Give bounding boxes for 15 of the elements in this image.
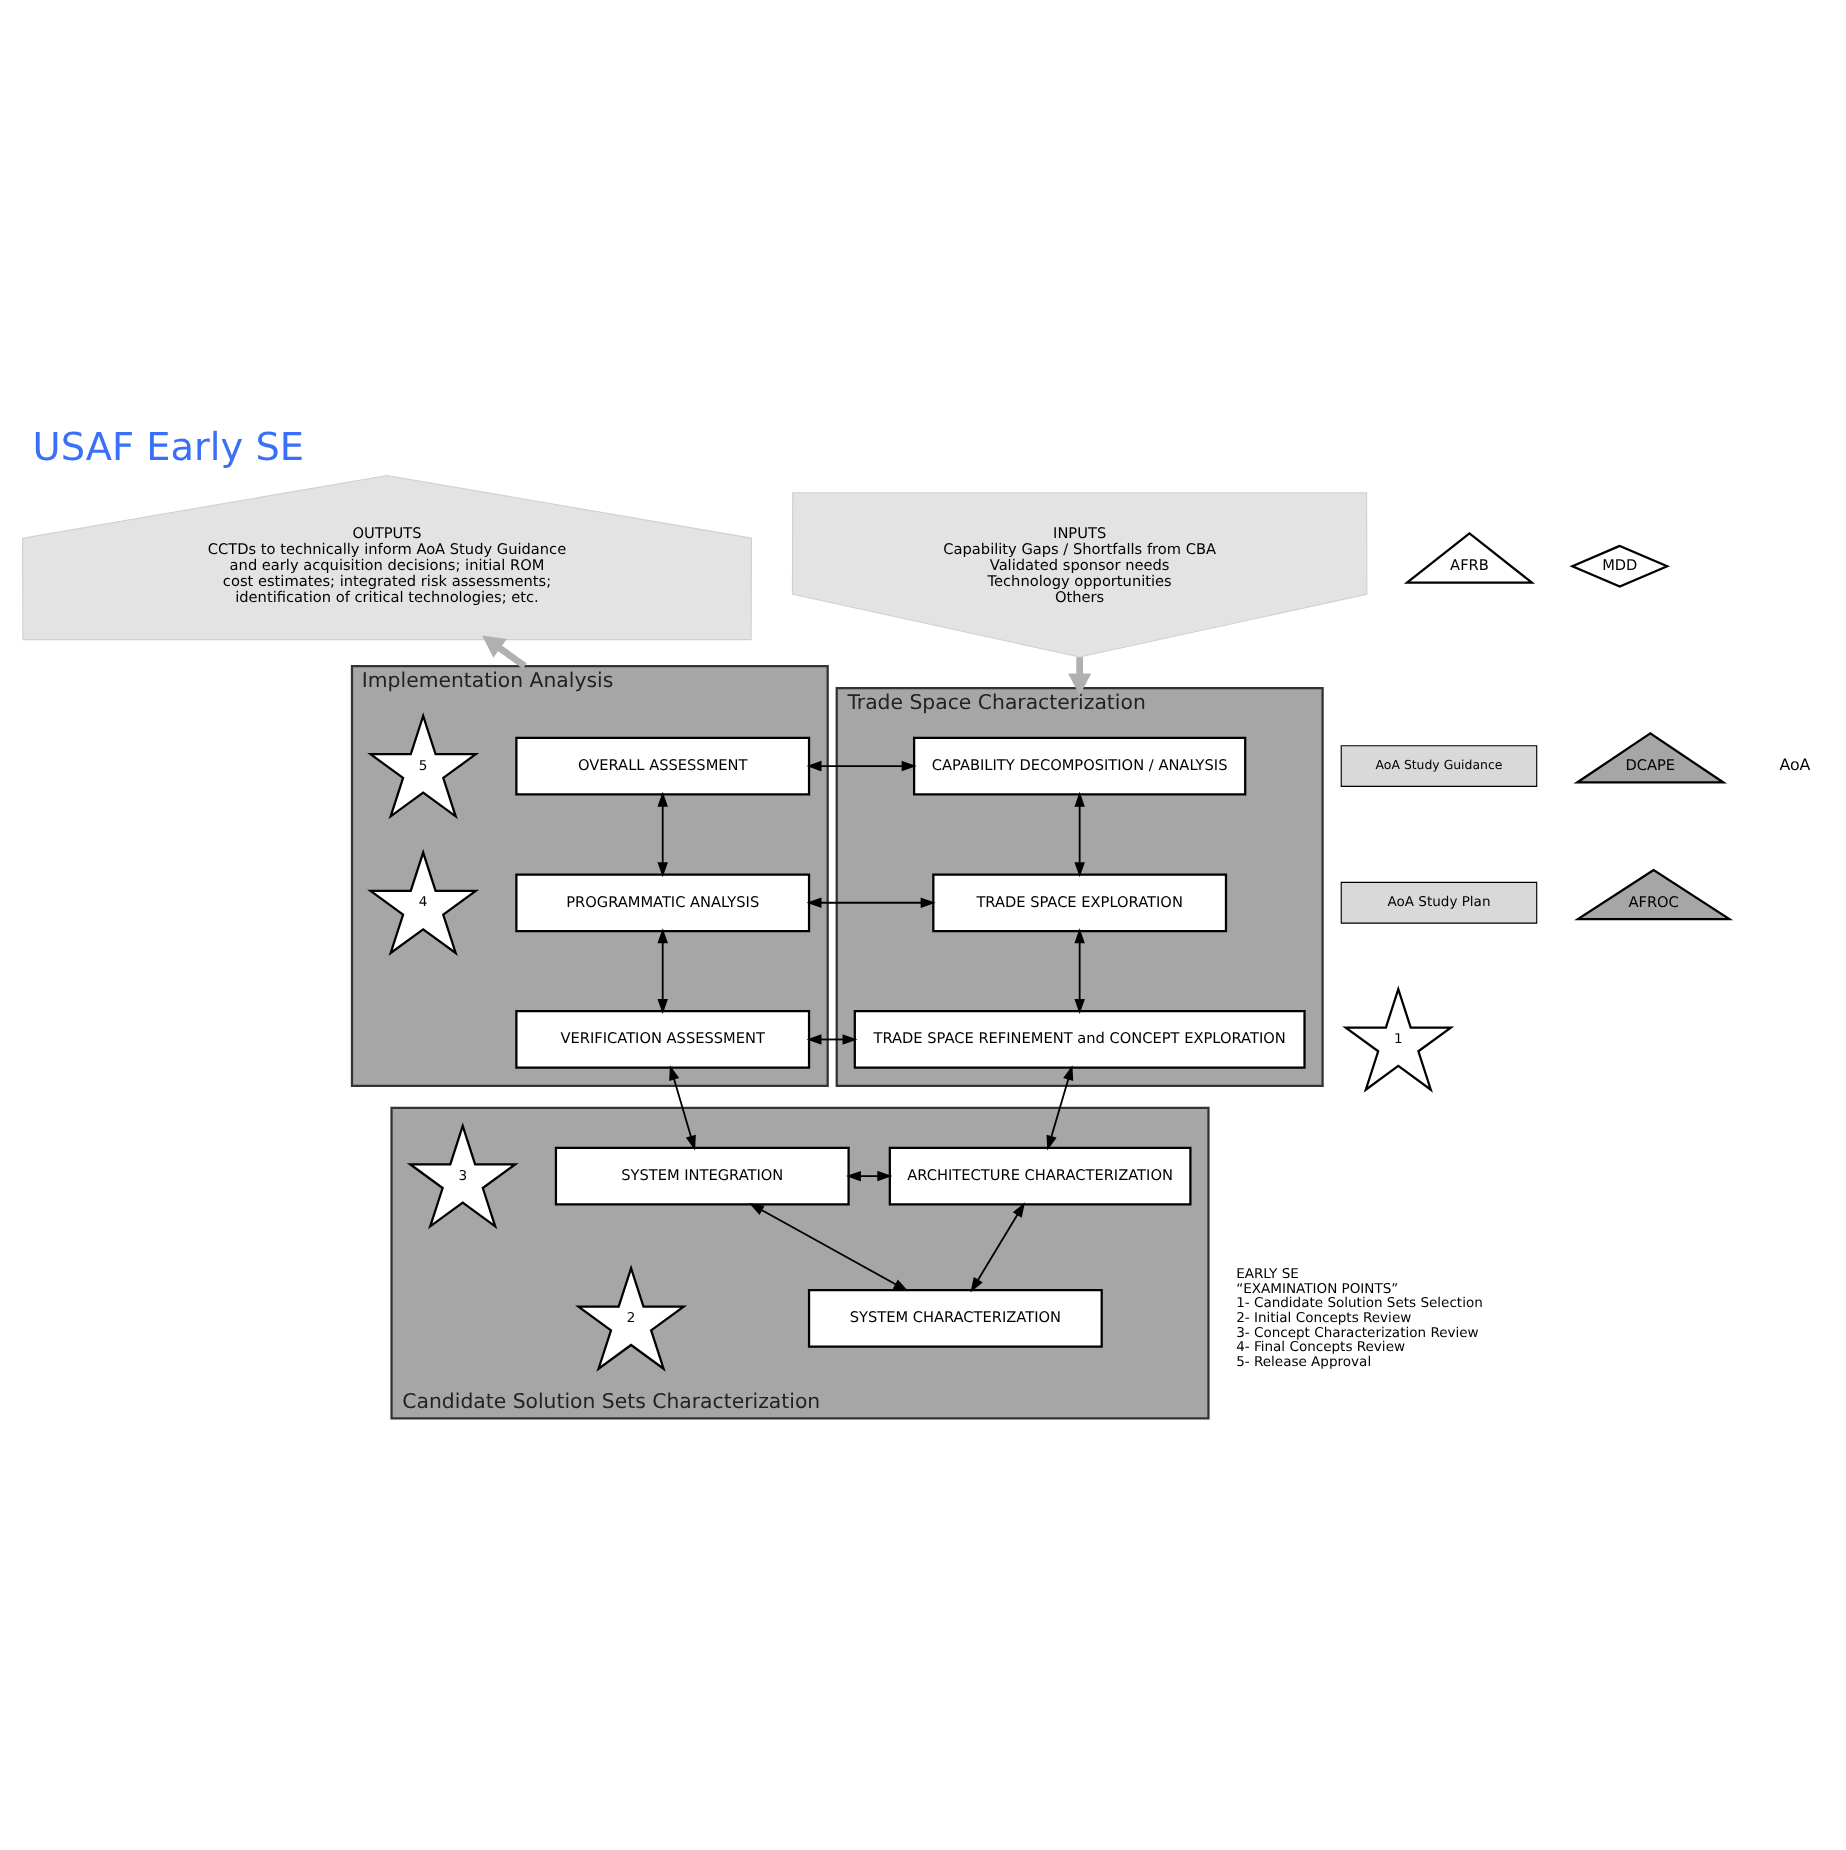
- diagram-title: USAF Early SE: [31, 422, 304, 469]
- arrow: [805, 759, 916, 771]
- arrow: [656, 927, 667, 1013]
- arrow: [656, 790, 667, 877]
- arrow: [668, 1064, 695, 1150]
- arrow: [805, 1033, 857, 1044]
- arrow: [1045, 1064, 1073, 1150]
- arrow: [969, 1201, 1024, 1292]
- arrow: [481, 634, 526, 668]
- arrow: [1067, 656, 1091, 695]
- arrow: [747, 1202, 908, 1291]
- arrow: [1073, 927, 1084, 1013]
- arrow: [845, 1169, 892, 1181]
- arrow: [805, 896, 935, 907]
- arrow: [1073, 790, 1084, 877]
